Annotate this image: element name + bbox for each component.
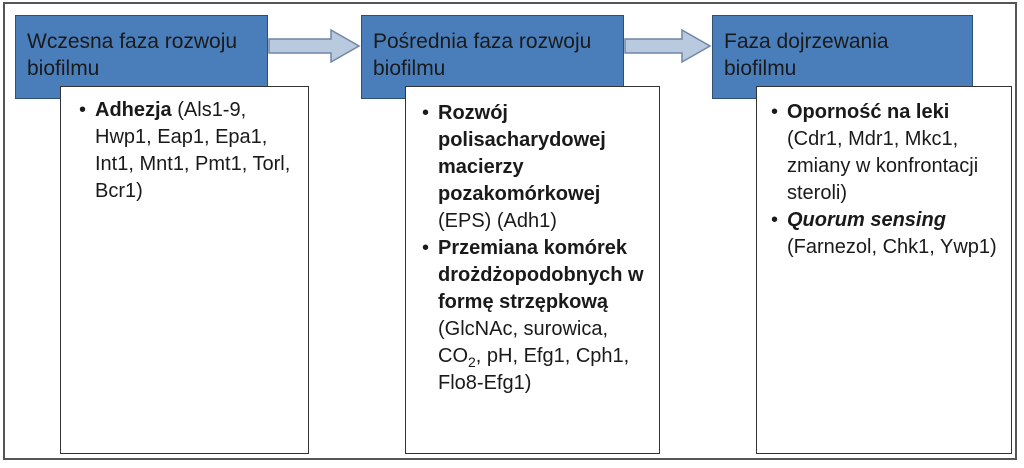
phase-3-title: Faza dojrzewania biofilmu (724, 30, 889, 80)
diagram-frame (3, 2, 1017, 460)
arrow-2-shape (624, 28, 712, 64)
phase-2-item-1-text: (EPS) (Adh1) (438, 210, 557, 232)
phase-3-item-1-heading: Oporność na leki (787, 101, 950, 123)
phase-1-item-1-text: (Als1-9, Hwp1, Eap1, Epa1, Int1, Mnt1, P… (95, 99, 291, 202)
phase-3-header: Faza dojrzewania biofilmu (712, 15, 973, 99)
phase-3-item-2-text: (Farnezol, Chk1, Ywp1) (787, 236, 997, 258)
phase-1-item-adhesion: Adhezja (Als1-9, Hwp1, Eap1, Epa1, Int1,… (79, 97, 298, 205)
arrow-phase-2-to-3 (624, 28, 712, 64)
phase-1-title: Wczesna faza rozwoju biofilmu (27, 30, 238, 80)
phase-3-item-2-heading: Quorum sensing (787, 209, 946, 231)
phase-2-item-hyphae: Przemiana komórek drożdżopodobnych w for… (422, 235, 653, 397)
arrow-1-shape (268, 28, 361, 64)
phase-2-details: Rozwój polisacharydowej macierzy pozakom… (405, 86, 660, 454)
phase-3-details: Oporność na leki (Cdr1, Mdr1, Mkc1, zmia… (756, 86, 1012, 454)
phase-2-item-2-text-a: (GlcNAc, surowica, CO (438, 318, 609, 367)
phase-1-item-1-heading: Adhezja (95, 99, 172, 121)
phase-2-item-1-heading: Rozwój polisacharydowej macierzy pozakom… (438, 102, 606, 205)
phase-3-item-drug-resistance: Oporność na leki (Cdr1, Mdr1, Mkc1, zmia… (771, 99, 1005, 207)
phase-3-item-1-text: (Cdr1, Mdr1, Mkc1, zmiany w konfrontacji… (787, 128, 979, 204)
arrow-phase-1-to-2 (268, 28, 361, 64)
phase-2-item-2-heading: Przemiana komórek drożdżopodobnych w for… (438, 237, 644, 313)
phase-2-item-2-subscript: 2 (468, 354, 476, 370)
phase-3-item-quorum-sensing: Quorum sensing (Farnezol, Chk1, Ywp1) (771, 207, 1005, 261)
phase-2-title: Pośrednia faza rozwoju biofilmu (373, 30, 592, 80)
phase-1-details: Adhezja (Als1-9, Hwp1, Eap1, Epa1, Int1,… (60, 86, 309, 454)
phase-2-item-eps: Rozwój polisacharydowej macierzy pozakom… (422, 100, 653, 235)
phase-2-item-2-text-b: , pH, Efg1, Cph1, Flo8-Efg1) (438, 345, 630, 394)
phase-2-header: Pośrednia faza rozwoju biofilmu (361, 15, 624, 99)
